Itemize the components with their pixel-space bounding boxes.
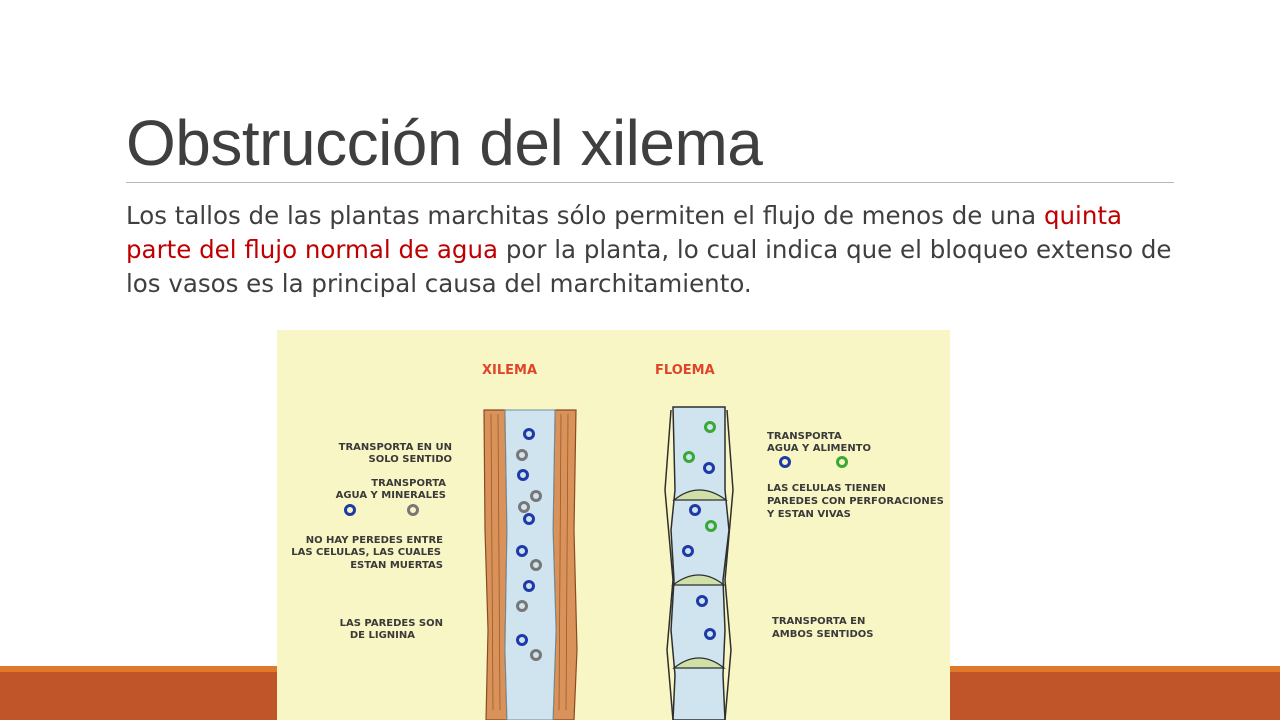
mineral-particle-blue (517, 469, 529, 481)
water-particle-grey (530, 559, 542, 571)
diagram-background (277, 330, 950, 720)
xylem-labels: TRANSPORTA EN UN SOLO SENTIDO TRANSPORTA… (291, 442, 452, 641)
water-particle-blue (703, 462, 715, 474)
label-phloem-carries-line2: AGUA Y ALIMENTO (767, 443, 871, 454)
label-both-ways-line2: AMBOS SENTIDOS (772, 629, 873, 640)
paragraph-text-end: por la planta, lo cual indica que el blo… (126, 235, 1172, 298)
water-particle-blue (696, 595, 708, 607)
water-particle-grey (530, 649, 542, 661)
companion-cell-left (664, 409, 674, 720)
phloem-labels: TRANSPORTA AGUA Y ALIMENTO LAS CELULAS T… (766, 431, 944, 640)
food-particle-green (683, 451, 695, 463)
legend-water-particle (407, 504, 419, 516)
water-particle-blue (682, 545, 694, 557)
label-one-way-line1: TRANSPORTA EN UN (339, 442, 452, 453)
label-living-cells-line1: LAS CELULAS TIENEN (767, 483, 886, 494)
mineral-particle-blue (516, 545, 528, 557)
label-dead-cells-line1: NO HAY PEREDES ENTRE (306, 535, 443, 546)
label-one-way-line2: SOLO SENTIDO (369, 454, 452, 465)
label-lignin-walls-line1: LAS PAREDES SON (340, 618, 443, 629)
water-particle-grey (516, 600, 528, 612)
label-xylem-carries-line2: AGUA Y MINERALES (336, 490, 446, 501)
label-living-cells-line2: PAREDES CON PERFORACIONES (767, 496, 944, 507)
slide-title: Obstrucción del xilema (126, 107, 763, 179)
legend-food-particle (836, 456, 848, 468)
label-xylem-carries-line1: TRANSPORTA (371, 478, 446, 489)
xylem-header: XILEMA (482, 363, 537, 378)
water-particle-blue (689, 504, 701, 516)
xylem-left-wall (483, 409, 508, 720)
water-particle-grey (518, 501, 530, 513)
label-both-ways-line1: TRANSPORTA EN (772, 616, 865, 627)
companion-cell-right (724, 409, 734, 720)
legend-water-particle-phloem (779, 456, 791, 468)
phloem-particles (682, 421, 717, 640)
label-phloem-carries-line1: TRANSPORTA (767, 431, 842, 442)
sieve-plate-2 (671, 574, 726, 586)
sieve-plate-1 (672, 489, 728, 501)
xylem-right-wall (552, 409, 578, 720)
lignin-texture (490, 413, 569, 711)
phloem-tube (664, 406, 734, 720)
body-paragraph: Los tallos de las plantas marchitas sólo… (126, 199, 1186, 301)
food-particle-green (705, 520, 717, 532)
xylem-phloem-diagram: XILEMA FLOEMA (277, 330, 950, 720)
mineral-particle-blue (523, 580, 535, 592)
water-particle-grey (516, 449, 528, 461)
mineral-particle-blue (523, 428, 535, 440)
water-particle-blue (704, 628, 716, 640)
label-dead-cells-line3: ESTAN MUERTAS (350, 560, 443, 571)
mineral-particle-blue (523, 513, 535, 525)
water-particle-grey (530, 490, 542, 502)
mineral-particle-blue (516, 634, 528, 646)
label-dead-cells-line2: LAS CELULAS, LAS CUALES (291, 547, 441, 558)
phloem-header: FLOEMA (655, 363, 715, 378)
xylem-particles (516, 428, 542, 661)
legend-mineral-particle (344, 504, 356, 516)
label-living-cells-line3: Y ESTAN VIVAS (766, 509, 851, 520)
paragraph-text-start: Los tallos de las plantas marchitas sólo… (126, 201, 1044, 230)
paragraph-highlight: quinta parte del flujo normal de agua (126, 201, 1123, 264)
food-particle-green (704, 421, 716, 433)
diagram-illustration: XILEMA FLOEMA (277, 330, 950, 720)
label-lignin-walls-line2: DE LIGNINA (350, 630, 415, 641)
title-divider (126, 182, 1174, 183)
sieve-plate-3 (672, 657, 726, 669)
sieve-tube (670, 406, 730, 720)
